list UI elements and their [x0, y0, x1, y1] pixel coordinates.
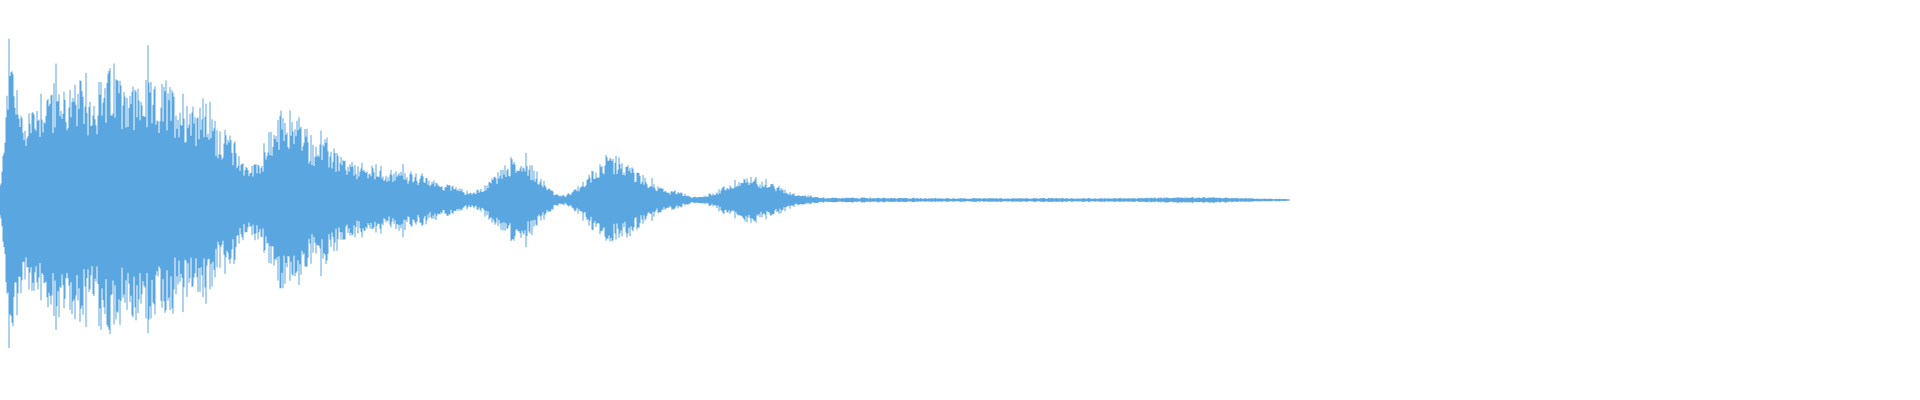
waveform-signal	[0, 38, 1290, 348]
